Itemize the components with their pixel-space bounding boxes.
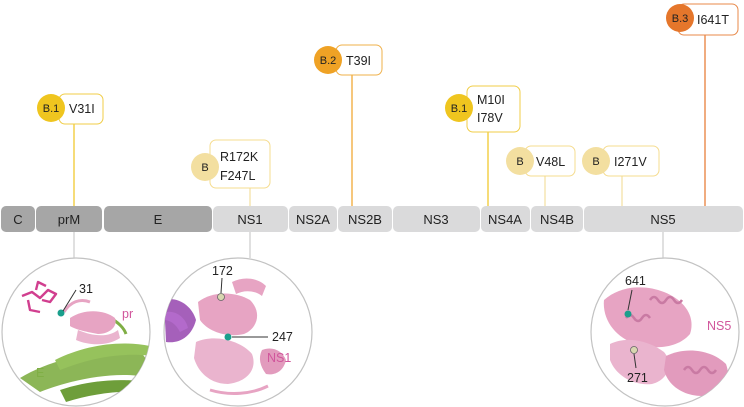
segment-ns1 — [213, 206, 288, 232]
mutation-label: I641T — [697, 13, 729, 27]
lineage-badge — [582, 147, 610, 175]
mutation-label: V48L — [536, 155, 565, 169]
segment-ns2b — [338, 206, 392, 232]
lineage-badge — [191, 153, 219, 181]
segment-ns4a — [481, 206, 530, 232]
mutation-label: M10I — [477, 93, 505, 107]
pr-protein-strand — [62, 298, 91, 313]
segment-ns3 — [393, 206, 480, 232]
segment-ns4b — [531, 206, 583, 232]
residue-leader — [62, 289, 77, 312]
lineage-badge-label: B.1 — [451, 103, 468, 115]
mutation-label: I271V — [614, 155, 647, 169]
chain-label-e: E — [36, 366, 44, 380]
ns5-helix — [648, 295, 684, 305]
segment-e — [104, 206, 212, 232]
residue-marker — [57, 309, 65, 317]
mutation-label: F247L — [220, 169, 255, 183]
segment-label-prm: prM — [58, 212, 80, 227]
callout-ns4a-m10i-i78v: B.1 M10I I78V — [445, 85, 521, 206]
ns5-ribbon — [610, 339, 669, 385]
segment-label-ns2b: NS2B — [348, 212, 382, 227]
lineage-badge — [506, 147, 534, 175]
ns1-ribbon — [198, 293, 258, 336]
lineage-badge-label: B.2 — [320, 55, 337, 67]
mutation-label: I78V — [477, 111, 503, 125]
glycan-sticks — [21, 280, 58, 314]
ns1-ribbon — [259, 348, 286, 375]
e-protein-ribbon — [60, 380, 148, 402]
segment-label-ns3: NS3 — [423, 212, 448, 227]
lineage-badge-label: B.3 — [672, 13, 689, 25]
chain-label-ns1: NS1 — [267, 351, 291, 365]
ns5-ribbon — [603, 287, 692, 348]
lineage-badge-label: B.1 — [43, 103, 60, 115]
ns1-strand — [209, 384, 269, 395]
residue-marker — [217, 293, 225, 301]
ns1-ribbon — [232, 278, 266, 296]
structure-panel-ns5: 641 271 NS5 — [590, 257, 740, 407]
residue-label: 172 — [212, 264, 233, 278]
lineage-badge-label: B — [516, 156, 523, 168]
residue-marker — [224, 333, 232, 341]
residue-leader — [627, 289, 633, 311]
ns1-dimer-ribbon — [164, 311, 188, 332]
residue-label: 247 — [272, 330, 293, 344]
segment-label-e: E — [154, 212, 163, 227]
segment-label-ns4a: NS4A — [488, 212, 522, 227]
e-protein-ribbon — [55, 343, 150, 370]
callout-ns5-i641t: B.3 I641T — [666, 3, 739, 206]
genome-bar: C prM E NS1 NS2A NS2B NS3 NS4A NS4B NS5 — [1, 206, 743, 232]
ns1-ribbon — [194, 338, 254, 384]
segment-ns2a — [289, 206, 337, 232]
chain-label-ns5: NS5 — [707, 319, 731, 333]
residue-leader — [220, 277, 223, 294]
chain-label-pr: pr — [122, 307, 133, 321]
lineage-badge-label: B — [201, 162, 208, 174]
pr-protein-ribbon — [70, 311, 116, 334]
callout-prm-v31i: B.1 V31I — [37, 93, 104, 206]
segment-prm — [36, 206, 102, 232]
residue-marker — [624, 310, 632, 318]
segment-label-ns2a: NS2A — [296, 212, 330, 227]
residue-label: 271 — [627, 371, 648, 385]
mutation-label: R172K — [220, 150, 259, 164]
ns5-helix — [682, 365, 718, 375]
lineage-badge — [666, 4, 694, 32]
lineage-badge — [37, 94, 65, 122]
structure-panel-ns1: 172 247 NS1 — [163, 257, 313, 407]
segment-label-ns5: NS5 — [650, 212, 675, 227]
callout-ns5-i271v: B I271V — [582, 145, 660, 206]
segment-label-c: C — [13, 212, 22, 227]
pr-protein-ribbon — [76, 330, 120, 345]
segment-c — [1, 206, 35, 232]
residue-label: 31 — [79, 282, 93, 296]
residue-label: 641 — [625, 274, 646, 288]
lineage-badge — [314, 46, 342, 74]
segment-ns5 — [584, 206, 743, 232]
residue-marker — [630, 346, 638, 354]
callout-ns4b-v48l: B V48L — [506, 145, 576, 206]
callout-ns1-r172k-f247l: B R172K F247L — [191, 139, 271, 206]
mutation-label: V31I — [69, 102, 95, 116]
mutation-label: T39I — [346, 54, 371, 68]
lineage-badge-label: B — [592, 156, 599, 168]
callout-ns2b-t39i: B.2 T39I — [314, 44, 383, 206]
lineage-badge — [445, 94, 473, 122]
residue-leader — [633, 353, 637, 369]
structure-panel-prm: 31 pr E — [1, 257, 151, 407]
segment-label-ns4b: NS4B — [540, 212, 574, 227]
e-protein-ribbon — [20, 351, 148, 392]
segment-label-ns1: NS1 — [237, 212, 262, 227]
